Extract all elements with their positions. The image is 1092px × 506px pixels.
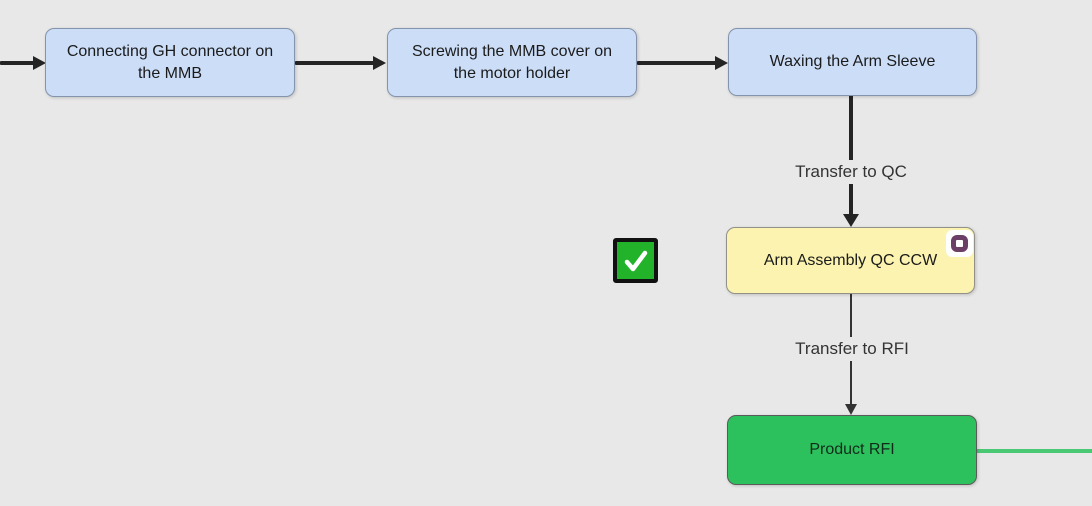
node-step1[interactable]: Connecting GH connector on the MMB <box>45 28 295 97</box>
arrowhead-right-icon <box>33 56 46 70</box>
edge-label-transfer-qc: Transfer to QC <box>788 160 914 184</box>
edge-label-transfer-rfi: Transfer to RFI <box>788 337 916 361</box>
node-rfi[interactable]: Product RFI <box>727 415 977 485</box>
node-rfi-label: Product RFI <box>809 441 895 459</box>
edge-step2-step3-line <box>637 61 716 65</box>
arrowhead-right-icon <box>373 56 386 70</box>
arrowhead-right-icon <box>715 56 728 70</box>
node-step2[interactable]: Screwing the MMB cover on the motor hold… <box>387 28 637 97</box>
node-qc-label: Arm Assembly QC CCW <box>763 251 938 269</box>
node-step1-label: Connecting GH connector on the MMB <box>66 42 274 82</box>
check-icon <box>613 238 658 283</box>
arrowhead-down-icon <box>845 404 857 415</box>
node-step3[interactable]: Waxing the Arm Sleeve <box>728 28 977 96</box>
node-step2-label: Screwing the MMB cover on the motor hold… <box>411 42 613 82</box>
edge-rfi-out-line <box>976 449 1092 453</box>
ring-icon <box>951 235 968 252</box>
qc-corner-badge <box>946 230 973 257</box>
edge-step1-step2-line <box>295 61 374 65</box>
edge-into-step1-line <box>0 61 34 65</box>
node-qc[interactable]: Arm Assembly QC CCW <box>726 227 975 294</box>
arrowhead-down-icon <box>843 214 859 227</box>
edge-step3-qc-line <box>849 96 853 216</box>
node-step3-label: Waxing the Arm Sleeve <box>769 53 936 71</box>
checkmark-glyph <box>624 250 647 271</box>
